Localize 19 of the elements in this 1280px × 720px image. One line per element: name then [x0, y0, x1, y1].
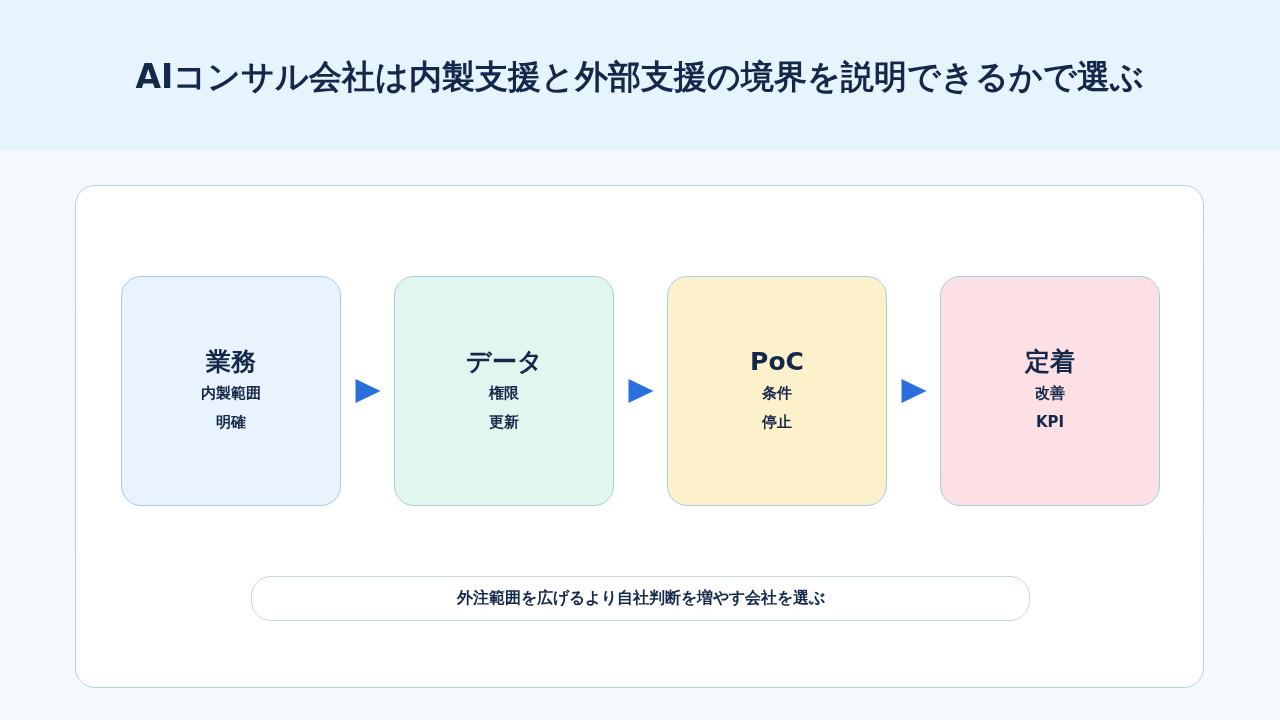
step-heading: 定着	[1025, 346, 1075, 378]
note-text: 外注範囲を広げるより自社判断を増やす会社を選ぶ	[456, 588, 825, 609]
step-detail: 内製範囲	[201, 383, 261, 404]
step-detail: 明確	[216, 412, 246, 433]
title: AIコンサル会社は内製支援と外部支援の境界を説明できるかで選ぶ	[134, 56, 1146, 98]
step-detail: KPI	[1035, 412, 1065, 433]
note-box	[251, 576, 1030, 621]
step-box	[667, 276, 887, 506]
step-detail: 停止	[762, 412, 792, 433]
step-box	[394, 276, 614, 506]
step-detail: 権限	[489, 383, 519, 404]
step-heading: データ	[465, 346, 543, 378]
step-box	[121, 276, 341, 506]
step-heading: 業務	[206, 346, 256, 378]
step-detail: 更新	[489, 412, 519, 433]
step-detail: 条件	[762, 383, 792, 404]
step-box	[940, 276, 1160, 506]
step-heading: PoC	[750, 346, 804, 378]
step-detail: 改善	[1035, 383, 1065, 404]
